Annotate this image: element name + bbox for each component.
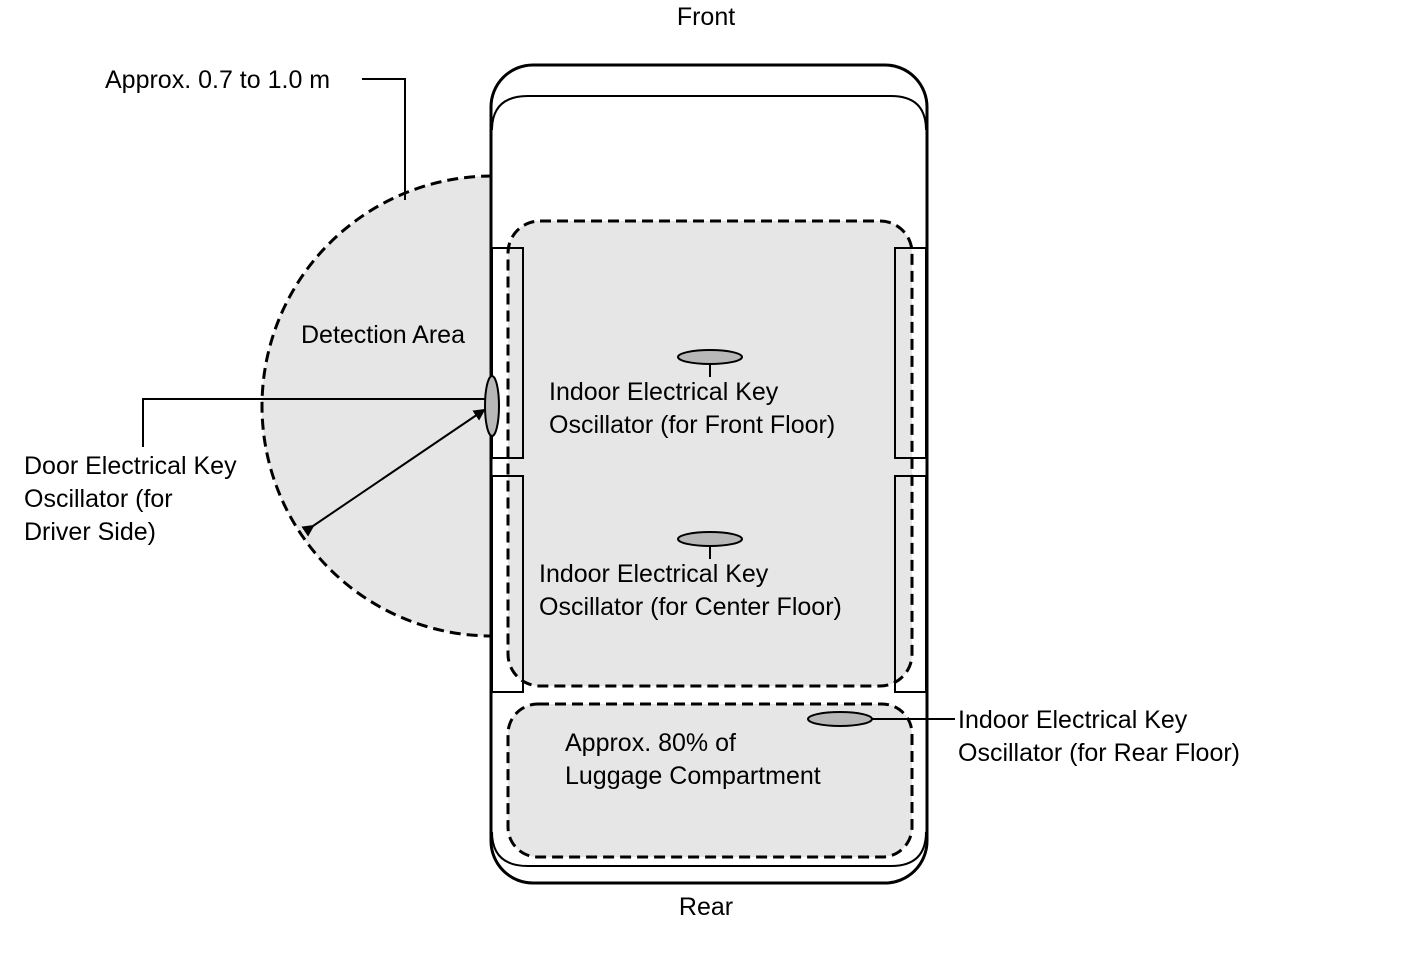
leader-line	[142, 398, 486, 447]
vehicle-inner-body	[491, 95, 927, 131]
indoor-center-label: Indoor Electrical Key Oscillator (for Ce…	[539, 560, 842, 621]
door-oscillator	[484, 375, 500, 437]
range-label: Approx. 0.7 to 1.0 m	[105, 66, 330, 94]
indoor-oscillator-front	[677, 349, 743, 365]
door-front-right	[894, 247, 927, 459]
indoor-oscillator-center	[677, 531, 743, 547]
rear-label: Rear	[679, 893, 733, 921]
door-rear-right	[894, 475, 927, 693]
door-front-left	[491, 247, 524, 459]
cabin-detection-area	[506, 219, 914, 688]
indoor-oscillator-rear	[807, 711, 873, 727]
door-rear-left	[491, 475, 524, 693]
indoor-front-label: Indoor Electrical Key Oscillator (for Fr…	[549, 378, 835, 439]
indoor-rear-label: Indoor Electrical Key Oscillator (for Re…	[958, 706, 1240, 767]
detection-area-label: Detection Area	[301, 321, 465, 349]
front-label: Front	[677, 3, 735, 31]
luggage-label: Approx. 80% of Luggage Compartment	[565, 729, 821, 790]
range-arrow	[301, 408, 486, 537]
leader-line	[362, 78, 406, 200]
driver-side-detection-area	[260, 174, 493, 638]
luggage-detection-area	[506, 702, 914, 859]
door-oscillator-label: Door Electrical Key Oscillator (for Driv…	[24, 452, 244, 546]
vehicle-outer-body	[489, 63, 929, 885]
vehicle-inner-body-rear	[491, 831, 927, 867]
